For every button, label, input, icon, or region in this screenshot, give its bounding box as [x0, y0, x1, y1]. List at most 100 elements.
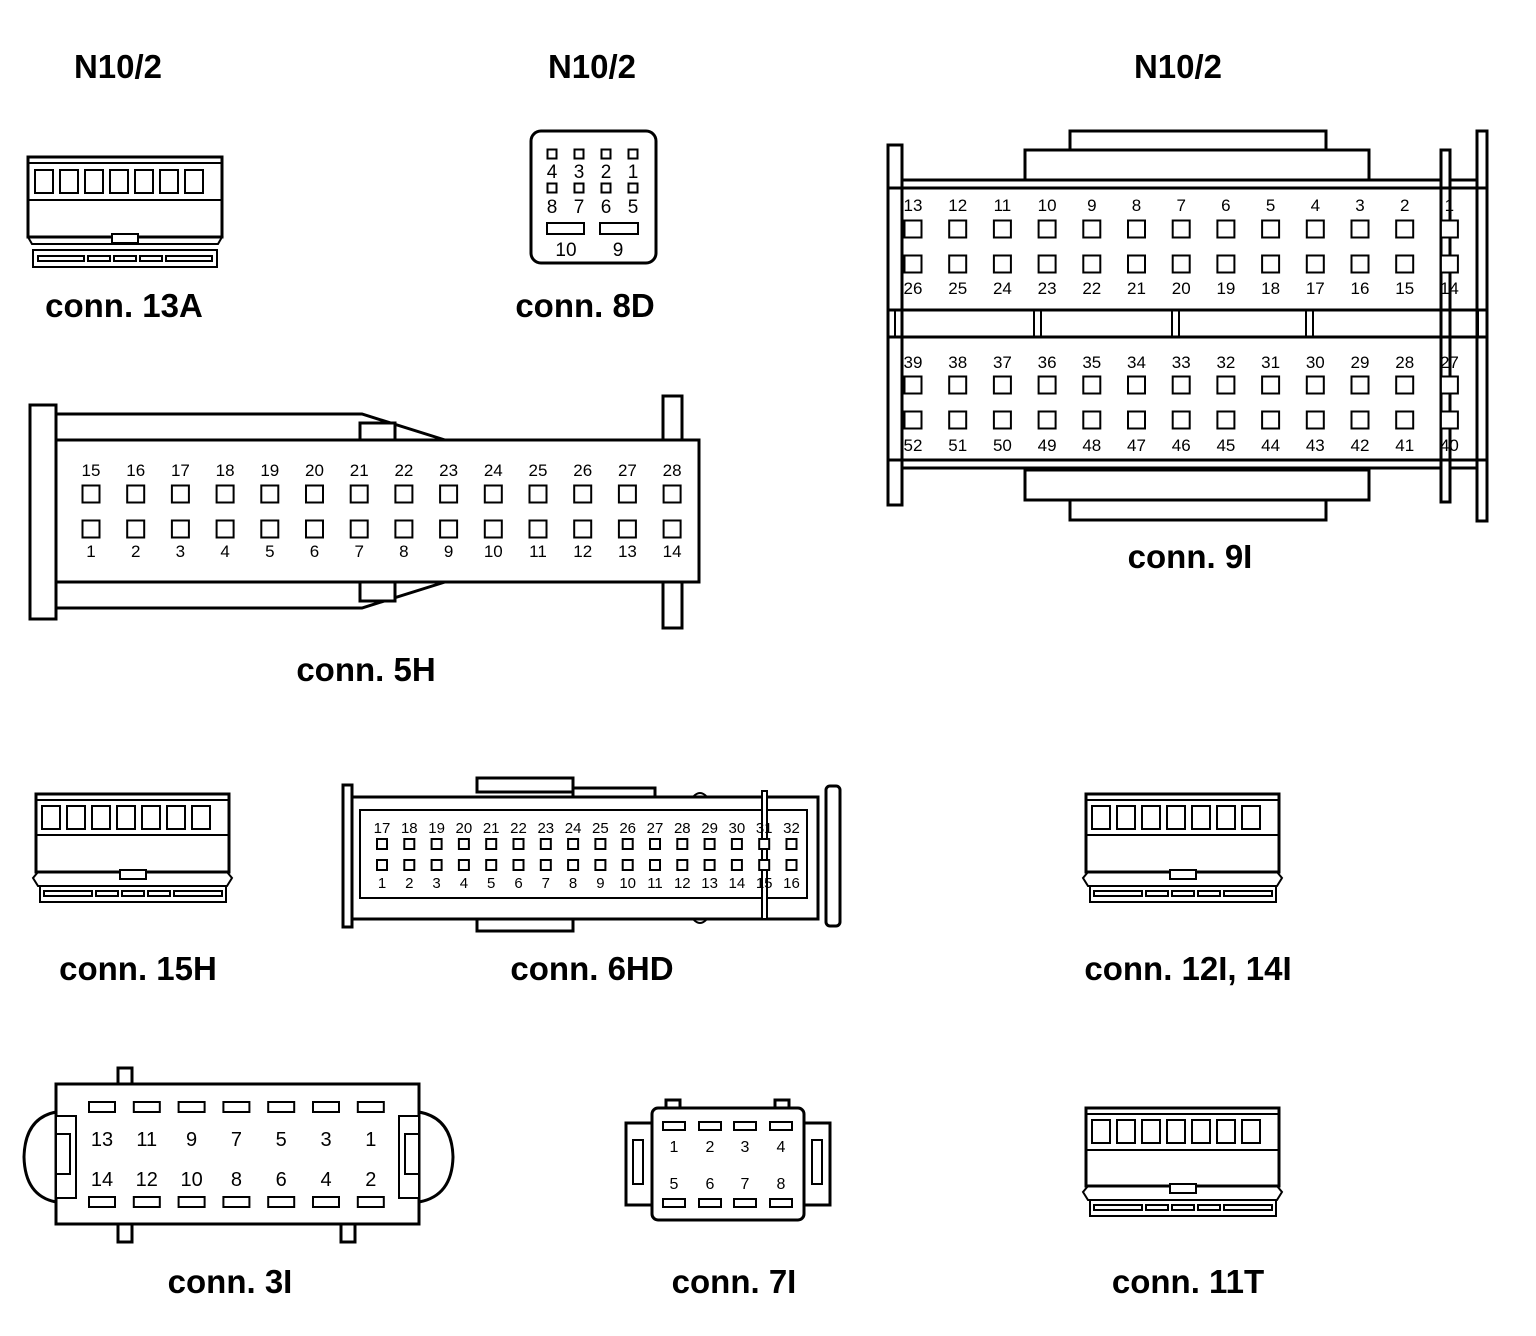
pin: [1216, 375, 1236, 395]
title-left: N10/2: [74, 48, 162, 85]
pin: [1216, 219, 1236, 239]
pin-number: 3: [741, 1139, 750, 1156]
pin: [539, 838, 552, 850]
pin-number: 22: [394, 461, 413, 480]
pin: [621, 838, 634, 850]
pin-number: 12: [573, 542, 592, 561]
pin: [769, 1198, 793, 1208]
latch-slot: [1223, 1204, 1273, 1211]
pin-number: 14: [729, 875, 746, 892]
pin-number: 13: [904, 196, 923, 215]
cavity: [1166, 1119, 1186, 1144]
pin-number: 2: [405, 875, 413, 892]
pin-number: 47: [1127, 436, 1146, 455]
pin-number: 1: [670, 1139, 679, 1156]
cavity: [116, 805, 136, 830]
latch-slot: [43, 890, 93, 897]
pin: [132, 1196, 161, 1208]
pin: [312, 1101, 340, 1113]
pin-number: 14: [1440, 279, 1459, 298]
pin-number: 15: [1395, 279, 1414, 298]
connector-11t-label: conn. 11T: [1112, 1263, 1264, 1300]
pin: [662, 1198, 686, 1208]
pin-number: 9: [186, 1129, 197, 1151]
pin-number: 18: [401, 820, 418, 837]
pin-number: 40: [1440, 436, 1459, 455]
pin: [992, 375, 1012, 395]
pin-number: 26: [904, 279, 923, 298]
pin: [483, 519, 503, 539]
cavity: [66, 805, 86, 830]
pin: [1127, 254, 1146, 274]
pin: [376, 838, 388, 850]
pin: [439, 519, 459, 539]
pin-number: 19: [260, 461, 279, 480]
pin: [617, 519, 637, 539]
pin: [349, 484, 369, 504]
cavity: [1091, 1119, 1111, 1144]
latch-slot: [1197, 1204, 1221, 1211]
pin-number: 9: [1087, 196, 1096, 215]
pin-number: 26: [573, 461, 592, 480]
latch-slot: [37, 255, 85, 262]
pin: [785, 838, 798, 850]
pin: [528, 484, 548, 504]
pin-number: 25: [529, 461, 548, 480]
pin-number: 3: [1355, 196, 1364, 215]
pin: [1305, 375, 1325, 395]
pin-number: 46: [1172, 436, 1191, 455]
pin-number: 28: [1395, 353, 1414, 372]
pin: [1127, 375, 1146, 395]
cavity: [1141, 1119, 1161, 1144]
pin-number: 21: [350, 461, 369, 480]
pin: [1082, 254, 1102, 274]
pin-number: 32: [1216, 353, 1235, 372]
pin: [430, 859, 443, 871]
pin-number: 4: [1311, 196, 1320, 215]
pin: [1395, 375, 1415, 395]
pin: [1261, 375, 1281, 395]
pin-number: 16: [783, 875, 800, 892]
pin: [758, 838, 771, 850]
pin: [600, 148, 612, 160]
pin: [126, 519, 146, 539]
pin: [567, 838, 580, 850]
pin-number: 13: [91, 1129, 113, 1151]
pin-number: 7: [231, 1129, 242, 1151]
pin-number: 37: [993, 353, 1012, 372]
cavity: [1141, 805, 1161, 830]
pin: [599, 222, 639, 235]
cavity: [141, 805, 161, 830]
cavity: [91, 805, 111, 830]
pin: [1395, 254, 1415, 274]
pin: [600, 182, 612, 194]
pin: [1171, 410, 1191, 430]
pin-number: 11: [529, 542, 547, 561]
pin-number: 41: [1395, 436, 1414, 455]
connector-5h-label: conn. 5H: [296, 651, 435, 688]
pin-number: 2: [1400, 196, 1409, 215]
pin: [394, 519, 414, 539]
cavity: [84, 169, 104, 194]
pin: [733, 1121, 757, 1131]
pin-number: 16: [1351, 279, 1370, 298]
pin-number: 31: [756, 820, 773, 837]
pin-number: 11: [647, 875, 663, 892]
pin: [430, 838, 443, 850]
pin-number: 3: [432, 875, 440, 892]
pin: [785, 859, 798, 871]
pin: [439, 484, 459, 504]
pin-number: 25: [592, 820, 609, 837]
pin: [1261, 254, 1281, 274]
pin: [1171, 375, 1191, 395]
pin: [1037, 254, 1057, 274]
pin: [1082, 410, 1102, 430]
cavity: [134, 169, 154, 194]
pin-number: 52: [904, 436, 923, 455]
pin: [546, 148, 558, 160]
cavity: [1216, 1119, 1236, 1144]
pin: [1037, 375, 1057, 395]
